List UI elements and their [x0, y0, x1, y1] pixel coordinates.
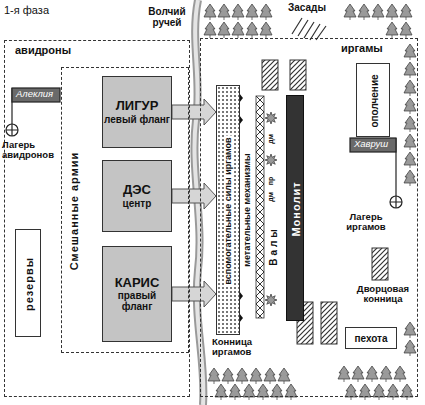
- attack-arrow: [172, 183, 216, 209]
- fir-tree: [218, 4, 230, 20]
- fir-tree: [204, 4, 216, 20]
- fir-tree: [278, 368, 290, 384]
- fir-tree: [232, 22, 244, 38]
- fir-tree: [345, 384, 357, 400]
- camp-label: Лагерь иргамов: [338, 212, 394, 233]
- node-subtitle: центр: [123, 198, 152, 209]
- militia-box: ополчение: [356, 63, 390, 137]
- fir-tree: [401, 384, 413, 400]
- fir-tree: [229, 384, 241, 400]
- army-box: ЛИГУРлевый фланг: [102, 76, 172, 148]
- cavalry-label: Дворцовая конница: [352, 284, 414, 305]
- siege-mark-label: дм: [267, 191, 275, 203]
- fir-tree: [373, 384, 385, 400]
- fir-tree: [257, 384, 269, 400]
- stream-name: Волчий ручей: [140, 6, 194, 28]
- commander-flag: Хавруш: [354, 139, 388, 149]
- fir-tree: [344, 4, 356, 20]
- cavalry-label: Конница иргамов: [212, 337, 272, 358]
- fir-tree: [366, 366, 378, 382]
- fir-tree: [387, 384, 399, 400]
- fir-tree: [394, 366, 406, 382]
- fir-tree: [222, 368, 234, 384]
- node-subtitle: правый фланг: [103, 290, 171, 312]
- monolith-bar: Монолит: [286, 95, 304, 321]
- fir-tree: [271, 384, 283, 400]
- forest: [204, 4, 416, 400]
- fir-tree: [246, 22, 258, 38]
- camp-irgams: [350, 138, 402, 208]
- node-title: резервы: [23, 257, 35, 311]
- ambush-hatch: [292, 18, 326, 40]
- fir-tree: [404, 44, 416, 60]
- siege-engines-label: метательные механизмы: [243, 152, 253, 267]
- node-title: ополчение: [369, 74, 380, 127]
- fir-tree: [404, 134, 416, 150]
- reserve-box: резервы: [15, 229, 41, 337]
- node-title: иргамы: [341, 42, 383, 54]
- node-title: пехота: [354, 333, 387, 344]
- fir-tree: [204, 22, 216, 38]
- node-title: вспомогательные силы иргамов: [224, 135, 234, 286]
- fir-tree: [264, 368, 276, 384]
- fir-tree: [380, 366, 392, 382]
- fir-tree: [232, 4, 244, 20]
- node-subtitle: левый фланг: [104, 114, 170, 125]
- fir-tree: [236, 368, 248, 384]
- fir-tree: [386, 22, 398, 38]
- fir-tree: [359, 384, 371, 400]
- camp-label: Лагерь авидронов: [2, 140, 60, 161]
- starburst: [265, 294, 277, 306]
- fir-tree: [250, 368, 262, 384]
- fir-tree: [404, 322, 416, 338]
- node-title: ДЭС: [123, 183, 151, 197]
- commander-flag: Алеклия: [16, 89, 53, 99]
- rampart-label: Валы: [268, 225, 279, 267]
- fir-tree: [404, 62, 416, 78]
- fir-tree: [246, 4, 258, 20]
- fir-tree: [215, 384, 227, 400]
- attack-arrow: [172, 99, 216, 125]
- siege-marks: [235, 93, 277, 323]
- fir-tree: [243, 384, 255, 400]
- fir-tree: [386, 4, 398, 20]
- fir-tree: [400, 22, 412, 38]
- starburst: [265, 112, 277, 124]
- fir-tree: [404, 98, 416, 114]
- fir-tree: [372, 4, 384, 20]
- fir-tree: [404, 80, 416, 96]
- army-box: ДЭСцентр: [102, 160, 172, 232]
- siege-mark-label: дм: [267, 133, 275, 145]
- fir-tree: [400, 4, 412, 20]
- army-box: КАРИСправый фланг: [102, 246, 172, 342]
- auxiliary-band: вспомогательные силы иргамов: [216, 85, 240, 335]
- starburst: [265, 154, 277, 166]
- node-title: Смешанные армии: [68, 152, 80, 271]
- fir-tree: [260, 4, 272, 20]
- group-region: Смешанные армии ЛИГУРлевый флангДЭСцентрК…: [61, 67, 189, 353]
- siege-mark-label: пр: [267, 176, 275, 187]
- fir-tree: [352, 366, 364, 382]
- infantry-box: пехота: [345, 327, 397, 349]
- fir-tree: [358, 4, 370, 20]
- fir-tree: [404, 170, 416, 186]
- fir-tree: [260, 22, 272, 38]
- node-title: авидроны: [15, 44, 71, 56]
- fir-tree: [208, 368, 220, 384]
- node-title: Монолит: [290, 181, 302, 236]
- ambush-label: Засады: [288, 2, 326, 13]
- attack-arrow: [172, 281, 216, 307]
- fir-tree: [218, 22, 230, 38]
- diagram-title: 1-я фаза: [4, 4, 49, 16]
- fir-tree: [338, 366, 350, 382]
- fir-tree: [285, 384, 297, 400]
- fir-tree: [404, 116, 416, 132]
- node-title: ЛИГУР: [116, 99, 159, 113]
- fir-tree: [404, 340, 416, 356]
- node-title: КАРИС: [115, 276, 160, 290]
- camp-avidrons: [6, 88, 60, 136]
- fir-tree: [404, 152, 416, 168]
- rampart-strip: [256, 96, 264, 318]
